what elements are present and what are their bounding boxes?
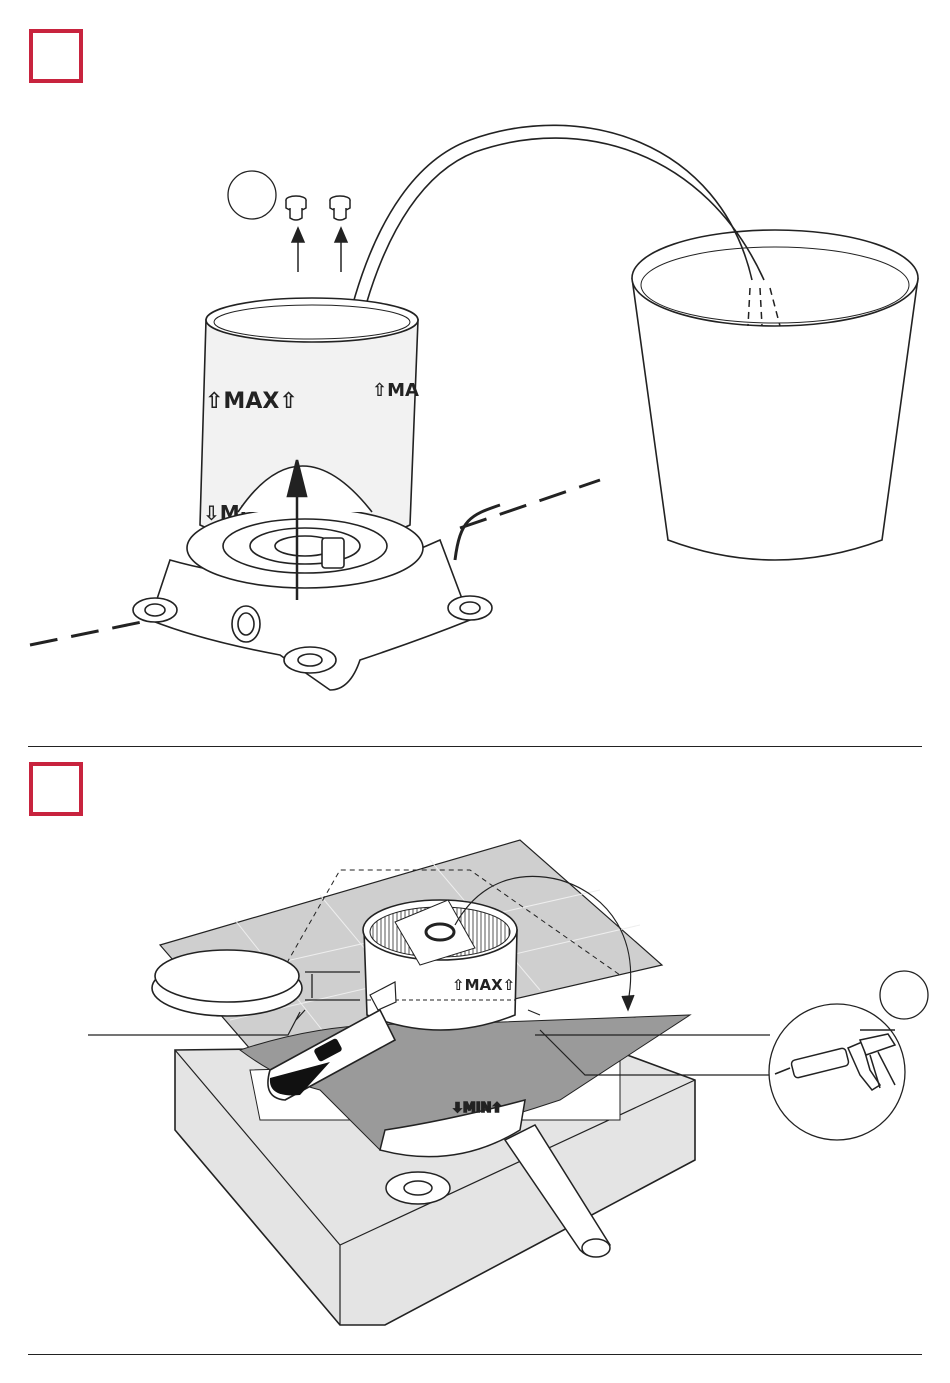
section-divider-2 <box>28 1354 922 1355</box>
detail-circle <box>769 1004 905 1140</box>
callout-circle-c <box>880 971 928 1019</box>
sleeve-min-label-2: ⇩MIN⇧ <box>452 1101 502 1116</box>
step-2-illustration: ⇧MAX⇧ ⇩MIN⇧ <box>0 760 950 1360</box>
cover-lid <box>152 950 302 1016</box>
section-divider-1 <box>28 746 922 747</box>
step-1-illustration: ⇧MAX⇧ ⇧MA ⇩MIN <box>0 0 950 720</box>
plug-caps-icon <box>286 196 350 220</box>
callout-circle-a <box>228 171 276 219</box>
sleeve-max-right-label: ⇧MA <box>372 380 419 401</box>
sleeve-max-label: ⇧MAX⇧ <box>205 389 298 414</box>
mounting-sleeve-installed: ⇧MAX⇧ <box>363 900 517 1030</box>
bucket <box>632 230 918 560</box>
valve-base <box>133 466 492 690</box>
sleeve-max-label-2: ⇧MAX⇧ <box>452 976 515 994</box>
remove-arrows <box>292 228 347 272</box>
pipe-cable <box>455 505 500 560</box>
